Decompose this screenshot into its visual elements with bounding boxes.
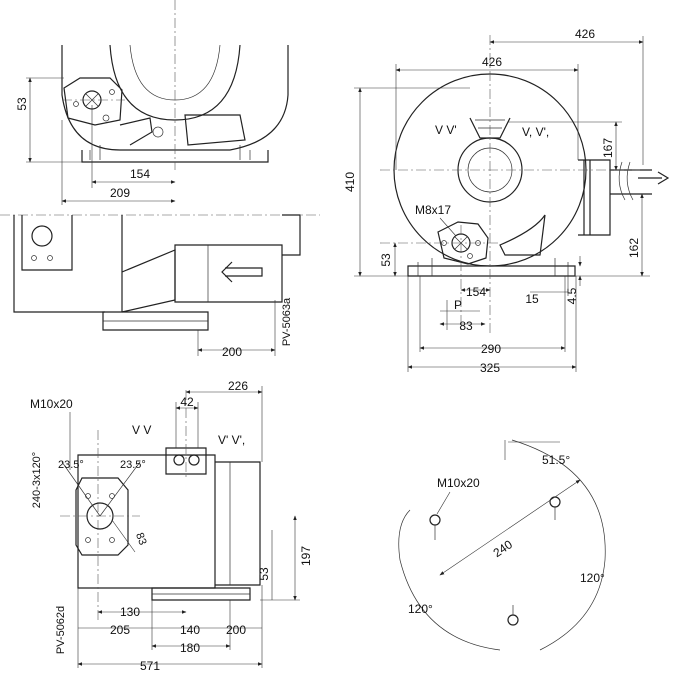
angle-23-5-left: 23.5° [58, 459, 84, 471]
dim-53: 53 [15, 97, 29, 111]
base-plate [407, 265, 576, 277]
bottom-right-view: 240 M10x20 51.5° 120° 120° [398, 439, 606, 651]
dim-426-top: 426 [575, 27, 595, 41]
hole-right [549, 496, 561, 508]
dim-42: 42 [180, 395, 194, 409]
model-code-d: PV-5062d [55, 606, 67, 654]
dim-197: 197 [299, 546, 313, 566]
housing-window [184, 114, 246, 146]
flange-plate [63, 77, 123, 126]
port-block [165, 447, 207, 475]
dim-154-right: 154 [466, 285, 486, 299]
hole-bottom [507, 614, 519, 626]
base-plate [151, 587, 251, 601]
model-code-a: PV-5063a [281, 297, 293, 346]
dim-240: 240 [491, 537, 516, 560]
label-m10-left: M10x20 [30, 397, 73, 411]
dim-167: 167 [601, 138, 615, 158]
dim-p: P [454, 298, 462, 312]
flange-plate [437, 221, 489, 265]
dim-154: 154 [130, 167, 150, 181]
flange-plate [75, 477, 129, 556]
dim-83-right: 83 [459, 319, 473, 333]
dim-162: 162 [627, 238, 641, 258]
dim-240-line [439, 479, 581, 576]
dim-209: 209 [110, 186, 130, 200]
label-vv-bl-right: V' V', [218, 433, 245, 447]
bottom-left-view: 23.5° 23.5° M10x20 240-3x120° V V V' V',… [30, 379, 313, 673]
dim-53-bl: 53 [257, 567, 271, 581]
dim-325: 325 [480, 361, 500, 375]
dim-226: 226 [228, 379, 248, 393]
dim-83-diag: 83 [133, 531, 148, 547]
dim-130: 130 [120, 605, 140, 619]
dim-410: 410 [343, 172, 357, 192]
housing-side [77, 454, 216, 589]
dim-4-5: 4.5 [565, 287, 579, 304]
side-flange [21, 215, 73, 271]
dim-200-bl: 200 [226, 623, 246, 637]
angle-51-5: 51.5° [542, 453, 570, 467]
dim-15: 15 [525, 292, 539, 306]
motor-body [174, 244, 283, 303]
outlet-arrow-icon [638, 171, 670, 185]
dim-180: 180 [180, 641, 200, 655]
dim-205: 205 [110, 623, 130, 637]
label-m10-right: M10x20 [437, 476, 480, 490]
angle-120-right: 120° [580, 571, 605, 585]
dim-571: 571 [140, 659, 160, 673]
top-left-view: 53 154 209 200 PV-5063a [0, 0, 320, 359]
outlet-block [578, 159, 611, 236]
housing-window [499, 214, 546, 256]
label-pcd: 240-3x120° [31, 452, 43, 508]
label-vv-bl-left: V V [132, 423, 151, 437]
label-vv-right: V, V', [522, 125, 549, 139]
angle-23-5-right: 23.5° [120, 459, 146, 471]
label-bolt-m8: M8x17 [415, 203, 451, 217]
dim-140: 140 [180, 623, 200, 637]
motor-side [215, 461, 261, 586]
flow-arrow-icon [221, 261, 263, 283]
side-base [102, 311, 209, 331]
label-vv-left: V V' [435, 123, 457, 137]
hole-left [429, 514, 441, 526]
dim-426: 426 [482, 55, 502, 69]
dim-200: 200 [222, 345, 242, 359]
inlet-arc [109, 44, 241, 121]
dim-290: 290 [481, 342, 501, 356]
dim-53-right: 53 [379, 253, 393, 267]
angle-120-left: 120° [408, 602, 433, 616]
top-right-view: 426 426 410 53 167 162 4.5 15 154 [343, 27, 670, 375]
